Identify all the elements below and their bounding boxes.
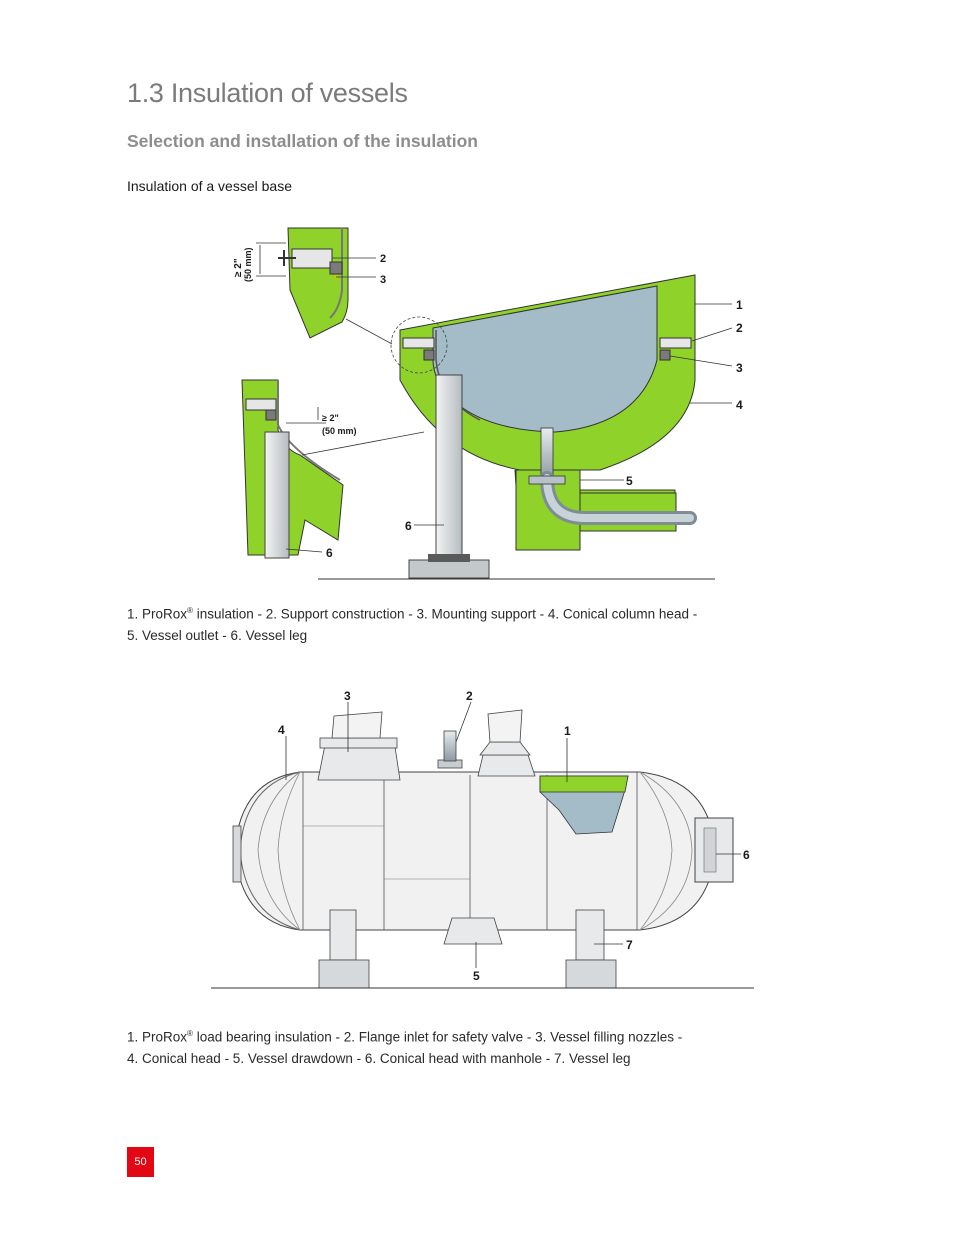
figure2-caption: 1. ProRox® load bearing insulation - 2. … <box>127 1023 682 1069</box>
figure1-label-6a: 6 <box>405 519 412 533</box>
figure1-label-2a: 2 <box>380 253 386 265</box>
figure1-caption-rest: insulation - 2. Support construction - 3… <box>192 606 698 622</box>
figure1-label-4: 4 <box>736 398 743 412</box>
registered-mark: ® <box>187 606 193 615</box>
subsection-title: Insulation of a vessel base <box>127 178 292 194</box>
figure1-label-3b: 3 <box>736 361 743 375</box>
page-number: 50 <box>127 1147 154 1177</box>
page-title: 1.3 Insulation of vessels <box>127 78 408 108</box>
section-title: Selection and installation of the insula… <box>127 131 478 151</box>
figure2-caption-prefix: 1. ProRox <box>127 1029 188 1045</box>
figure2-caption-rest: load bearing insulation - 2. Flange inle… <box>192 1029 683 1045</box>
figure2-caption-line2: 4. Conical head - 5. Vessel drawdown - 6… <box>127 1050 631 1066</box>
dimension-label: ≥ 2" <box>233 258 244 277</box>
figure1-label-1: 1 <box>736 298 743 312</box>
registered-mark: ® <box>187 1029 193 1038</box>
figure1-caption-prefix: 1. ProRox <box>127 606 188 622</box>
figure1-caption: 1. ProRox® insulation - 2. Support const… <box>127 600 697 646</box>
figure1-label-2b: 2 <box>736 321 743 335</box>
figure1-label-3a: 3 <box>380 274 386 286</box>
dimension-mm-label: (50 mm) <box>243 247 253 282</box>
support-detail-top <box>256 227 393 345</box>
figure1-label-5: 5 <box>626 474 633 488</box>
column-head-detail <box>241 379 425 559</box>
dimension-mm-label-lower: (50 mm) <box>322 426 357 436</box>
vessel-main <box>318 274 733 580</box>
figure1-label-6b: 6 <box>326 546 333 560</box>
figure1-caption-line2: 5. Vessel outlet - 6. Vessel leg <box>127 627 308 643</box>
dimension-label-lower: ≥ 2" <box>322 413 339 423</box>
